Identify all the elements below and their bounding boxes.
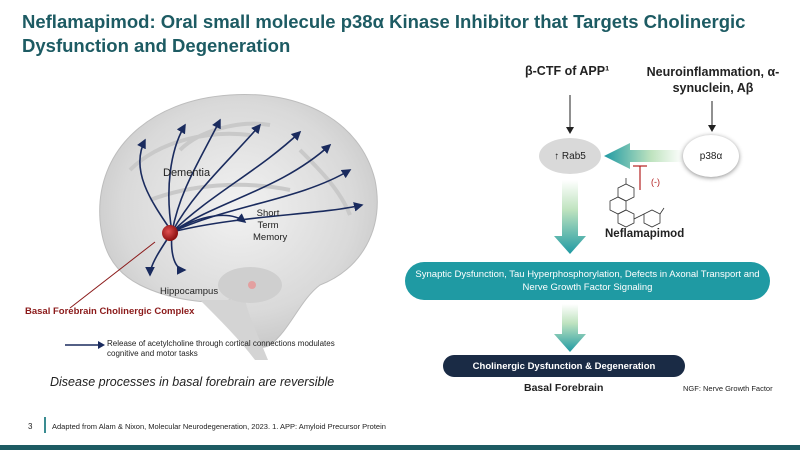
legend-arrow-icon (65, 341, 105, 349)
p38-to-rab5-arrow (604, 143, 683, 169)
short-term-memory-label: Short Term Memory (253, 208, 288, 243)
cholinergic-dysfunction-box: Cholinergic Dysfunction & Degeneration (443, 355, 685, 377)
basal-forebrain-label: Basal Forebrain (524, 382, 604, 394)
citation: Adapted from Alam & Nixon, Molecular Neu… (52, 422, 386, 431)
rab5-to-synaptic-arrow (554, 180, 586, 254)
ngf-footnote: NGF: Nerve Growth Factor (683, 384, 773, 393)
basal-forebrain-dot (162, 225, 178, 241)
dementia-label: Dementia (163, 167, 211, 179)
legend-text: Release of acetylcholine through cortica… (107, 339, 335, 358)
slide-title: Neflamapimod: Oral small molecule p38α K… (22, 11, 746, 56)
beta-ctf-label: β-CTF of APP¹ (525, 64, 610, 78)
inhibition-sign: (-) (651, 177, 660, 187)
neflamapimod-structure-icon (609, 178, 665, 228)
bottom-bar (0, 445, 800, 450)
footer-divider (44, 417, 46, 433)
neuroinflammation-label: Neuroinflammation, α-synuclein, Aβ (646, 65, 780, 95)
neflamapimod-label: Neflamapimod (605, 228, 685, 240)
basal-forebrain-complex-label: Basal Forebrain Cholinergic Complex (25, 306, 195, 317)
p38-node: p38α (683, 135, 739, 177)
synaptic-dysfunction-box: Synaptic Dysfunction, Tau Hyperphosphory… (405, 262, 770, 300)
rab5-node: ↑ Rab5 (539, 138, 601, 174)
synaptic-to-cholinergic-arrow (554, 304, 586, 352)
page-number: 3 (28, 422, 33, 431)
reversible-note: Disease processes in basal forebrain are… (50, 375, 335, 389)
cerebellum-dot (248, 281, 256, 289)
hippocampus-label: Hippocampus (160, 286, 219, 297)
